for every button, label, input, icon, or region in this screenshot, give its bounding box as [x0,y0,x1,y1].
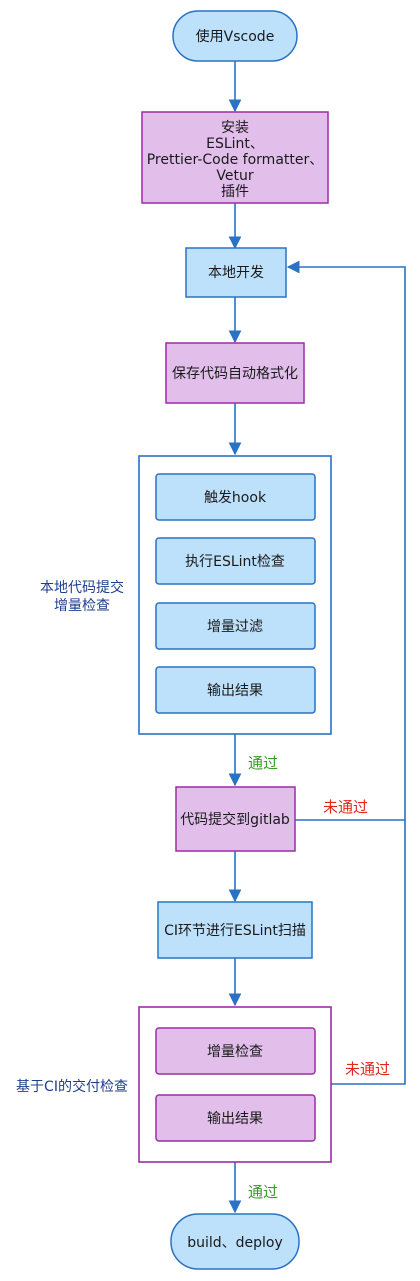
trigger-hook-node: 触发hook [155,473,316,521]
install-line-1: 安装 [221,120,249,136]
run-eslint-node: 执行ESLint检查 [155,537,316,585]
start-label: 使用Vscode [196,28,275,45]
end-node: build、deploy [170,1213,300,1270]
edge-ci-fail-loop [331,820,406,1085]
ci-check-group: 基于CI的交付检查 增量检查 输出结果 [16,1006,332,1163]
commit-gitlab-node: 代码提交到gitlab [175,786,296,852]
edge-commit-fail-loop [286,260,406,821]
commit-gitlab-label: 代码提交到gitlab [180,811,290,828]
ci-scan-node: CI环节进行ESLint扫描 [157,901,313,959]
ci-scan-label: CI环节进行ESLint扫描 [164,923,306,939]
edges [228,61,406,1214]
local-check-group: 本地代码提交 增量检查 触发hook 执行ESLint检查 增量过滤 输出结果 [40,455,332,735]
autoformat-label: 保存代码自动格式化 [172,366,298,382]
start-node: 使用Vscode [172,10,298,62]
run-eslint-label: 执行ESLint检查 [185,554,285,570]
install-plugins-node: 安装 ESLint、 Prettier-Code formatter、 Vetu… [141,111,329,204]
incremental-filter-label: 增量过滤 [207,619,263,635]
output-result-1-label: 输出结果 [207,683,263,699]
local-dev-label: 本地开发 [208,265,264,281]
install-line-2: ESLint、 [206,136,264,152]
local-dev-node: 本地开发 [185,247,287,298]
autoformat-node: 保存代码自动格式化 [165,342,305,404]
incremental-check-node: 增量检查 [155,1027,316,1075]
install-line-5: 插件 [221,184,249,200]
install-line-3: Prettier-Code formatter、 [147,152,324,168]
pass-label-1: 通过 [248,754,278,772]
local-check-label-2: 增量检查 [54,598,110,614]
end-label: build、deploy [187,1235,283,1251]
incremental-check-label: 增量检查 [207,1044,263,1060]
local-check-label-1: 本地代码提交 [40,579,124,596]
output-result-1-node: 输出结果 [155,666,316,714]
output-result-2-node: 输出结果 [155,1094,316,1142]
fail-label-2: 未通过 [345,1060,390,1078]
incremental-filter-node: 增量过滤 [155,602,316,650]
ci-check-label: 基于CI的交付检查 [16,1078,128,1095]
pass-label-2: 通过 [248,1183,278,1201]
trigger-hook-label: 触发hook [204,490,267,506]
install-line-4: Vetur [216,168,253,184]
fail-label-1: 未通过 [323,798,368,816]
output-result-2-label: 输出结果 [207,1111,263,1127]
